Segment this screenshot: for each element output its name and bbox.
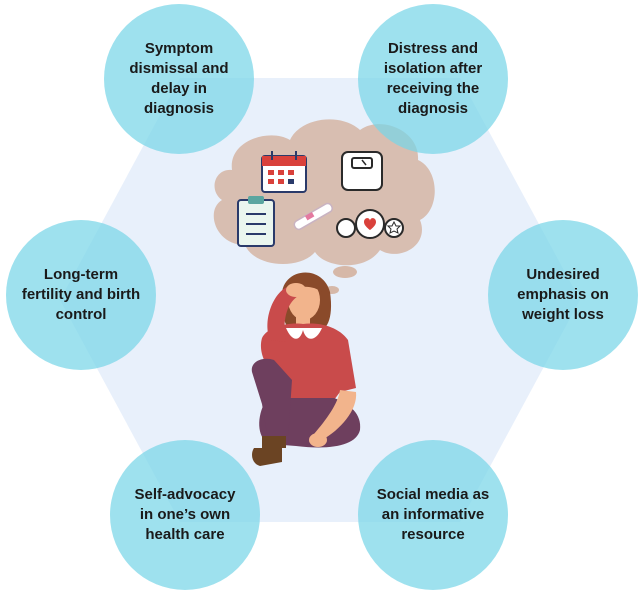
theme-circle-distress-isolation: Distress and isolation after receiving t… [358, 4, 508, 154]
theme-circle-fertility-birth-control: Long-term fertility and birth control [6, 220, 156, 370]
theme-circle-symptom-dismissal: Symptom dismissal and delay in diagnosis [104, 4, 254, 154]
theme-label: Long-term fertility and birth control [21, 266, 141, 323]
woman-illustration [251, 272, 361, 466]
theme-label: Self-advocacy in one’s own health care [134, 486, 236, 543]
social-reactions-icon [336, 209, 404, 239]
pregnancy-test-icon [293, 202, 333, 231]
clipboard-icon [237, 196, 275, 247]
scale-icon [341, 151, 383, 191]
theme-label: Symptom dismissal and delay in diagnosis [129, 40, 229, 117]
theme-circle-weight-loss: Undesired emphasis on weight loss [488, 220, 638, 370]
calendar-icon [261, 151, 307, 193]
theme-circle-social-media: Social media as an informative resource [358, 440, 508, 590]
theme-circle-self-advocacy: Self-advocacy in one’s own health care [110, 440, 260, 590]
theme-label: Social media as an informative resource [376, 486, 490, 543]
theme-label: Undesired emphasis on weight loss [517, 266, 609, 323]
theme-label: Distress and isolation after receiving t… [383, 40, 483, 117]
